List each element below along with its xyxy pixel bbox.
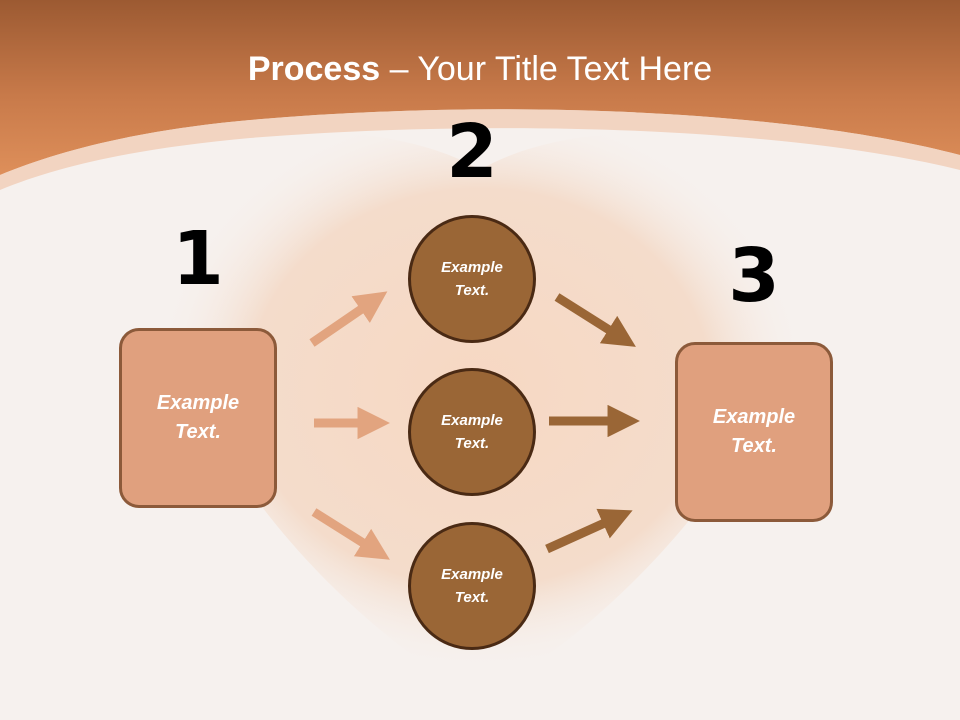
- step-2-circle-1: Example Text.: [408, 215, 536, 343]
- step-1-text: Example Text.: [156, 392, 240, 443]
- arrow-2-to-3-top: [554, 293, 636, 347]
- step-3-text: Example Text.: [712, 406, 796, 457]
- step-number-3: 3: [728, 233, 780, 319]
- step-2-circle-3-text: Example Text.: [441, 566, 503, 606]
- slide-title: Process – Your Title Text Here: [0, 50, 960, 89]
- step-2-circle-3: Example Text.: [408, 522, 536, 650]
- step-3-box: Example Text.: [675, 342, 833, 522]
- title-rest: – Your Title Text Here: [380, 50, 713, 88]
- arrow-2-to-3-bottom: [545, 508, 633, 554]
- step-2-circle-1-text: Example Text.: [441, 259, 503, 299]
- step-1-box: Example Text.: [119, 328, 277, 508]
- arrow-1-to-2-top: [309, 291, 388, 347]
- title-bold: Process: [247, 50, 381, 88]
- step-2-circle-2-text: Example Text.: [441, 412, 503, 452]
- step-number-1: 1: [172, 216, 224, 302]
- step-number-2: 2: [446, 109, 498, 195]
- arrow-1-to-2-bottom: [311, 508, 390, 560]
- step-2-circle-2: Example Text.: [408, 368, 536, 496]
